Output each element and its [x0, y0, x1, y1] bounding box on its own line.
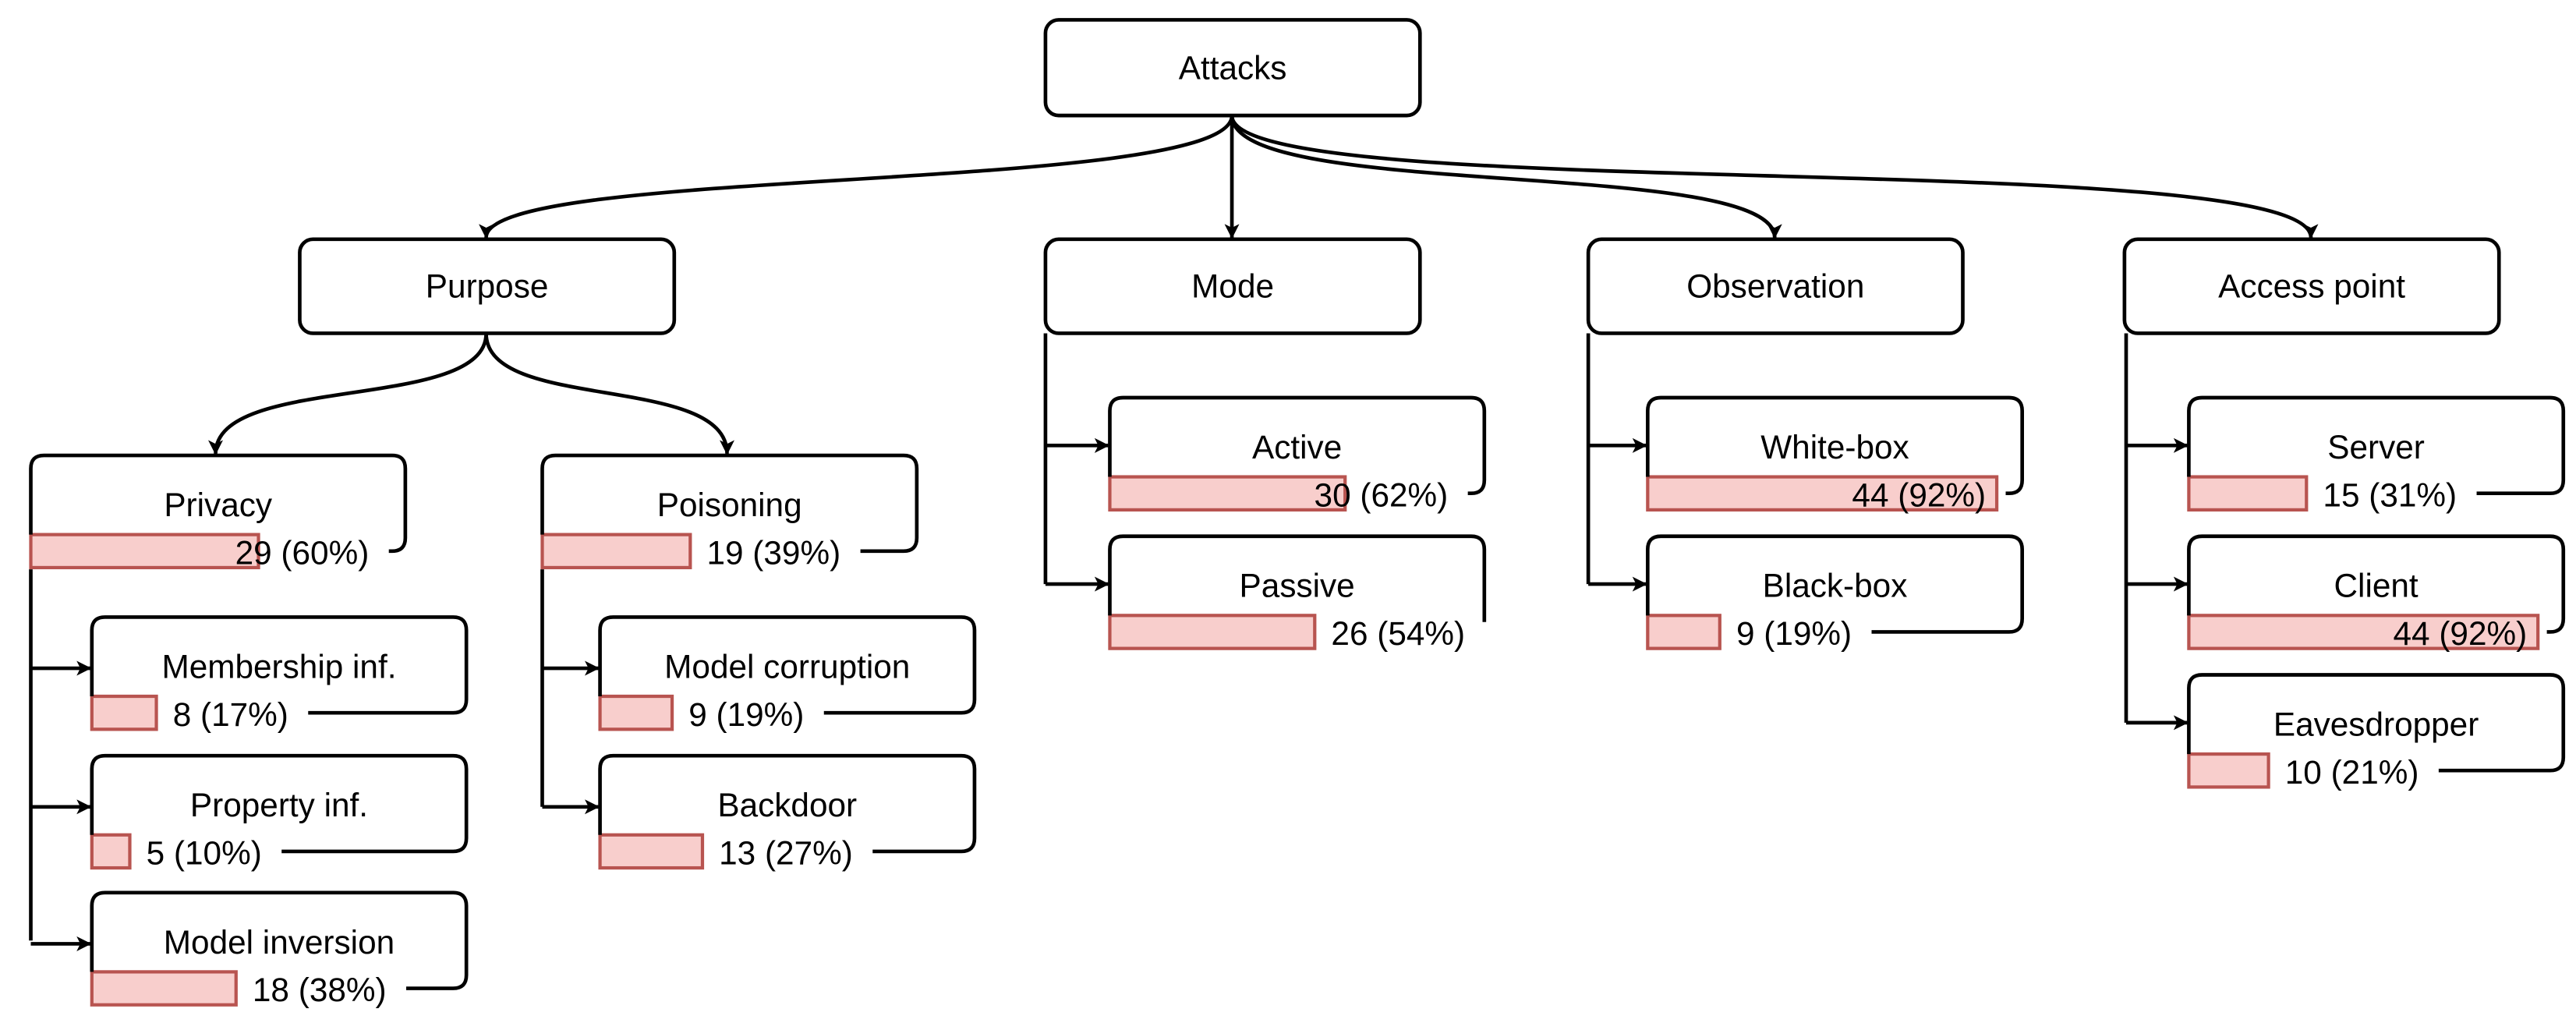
edge-attacks-observation: [1230, 115, 1782, 239]
node-backdoor[interactable]: Backdoor 13 (27%): [598, 753, 977, 872]
node-privacy-label: Privacy: [164, 487, 273, 523]
edges: [29, 115, 2319, 951]
node-property-inf-bar: [90, 833, 132, 870]
node-passive-bar: [1108, 614, 1317, 650]
node-membership-inf-frame: [90, 615, 469, 715]
node-client[interactable]: Client 44 (92%): [2187, 534, 2566, 652]
node-server-value: 15 (31%): [2323, 476, 2457, 513]
category-node-mode-label: Mode: [1191, 268, 1274, 305]
category-node-mode-frame: [1043, 237, 1422, 335]
node-eavesdropper-frame: [2187, 673, 2566, 773]
node-model-inversion-bar: [90, 970, 238, 1007]
node-membership-inf-bar: [90, 694, 158, 731]
node-active-label: Active: [1252, 429, 1342, 465]
category-node-mode[interactable]: Mode: [1043, 237, 1422, 335]
node-white-box-label: White-box: [1760, 429, 1909, 465]
node-passive[interactable]: Passive 26 (54%): [1108, 534, 1487, 652]
category-node-purpose-frame: [298, 237, 677, 335]
node-poisoning-value: 19 (39%): [706, 534, 840, 571]
node-black-box-value: 9 (19%): [1736, 615, 1852, 652]
node-server-bar: [2187, 475, 2309, 512]
node-poisoning-frame: [540, 453, 919, 554]
node-model-corruption-value: 9 (19%): [688, 696, 804, 733]
category-node-purpose[interactable]: Purpose: [298, 237, 677, 335]
node-passive-label: Passive: [1240, 568, 1355, 604]
node-privacy-value: 29 (60%): [235, 534, 370, 571]
node-client-label: Client: [2334, 568, 2418, 604]
node-privacy-bar: [29, 533, 260, 570]
edge-attacks-access-point: [1230, 115, 2319, 239]
node-server-label: Server: [2327, 429, 2425, 465]
node-eavesdropper[interactable]: Eavesdropper 10 (21%): [2187, 673, 2566, 791]
node-model-inversion-label: Model inversion: [164, 924, 395, 961]
node-client-value: 44 (92%): [2394, 615, 2528, 652]
node-client-bar: [2187, 614, 2540, 650]
root-node-attacks-label: Attacks: [1179, 49, 1287, 86]
edge-purpose-privacy: [208, 333, 488, 455]
node-backdoor-frame: [598, 753, 977, 854]
node-black-box-bar: [1646, 614, 1721, 650]
node-model-corruption-bar: [598, 694, 674, 731]
category-node-observation-label: Observation: [1686, 268, 1864, 305]
category-node-access-point-label: Access point: [2218, 268, 2405, 305]
node-property-inf-value: 5 (10%): [147, 835, 262, 872]
node-backdoor-value: 13 (27%): [719, 835, 853, 872]
category-node-observation[interactable]: Observation: [1586, 237, 1965, 335]
node-privacy[interactable]: Privacy 29 (60%): [29, 453, 408, 571]
category-node-access-point[interactable]: Access point: [2122, 237, 2501, 335]
node-active-value: 30 (62%): [1315, 476, 1449, 513]
node-white-box-frame: [1645, 395, 2025, 496]
node-eavesdropper-label: Eavesdropper: [2273, 706, 2479, 742]
node-model-corruption[interactable]: Model corruption 9 (19%): [598, 615, 977, 733]
node-backdoor-bar: [598, 833, 705, 870]
category-node-observation-frame: [1586, 237, 1965, 335]
node-model-corruption-frame: [598, 615, 977, 715]
node-eavesdropper-value: 10 (21%): [2285, 754, 2419, 791]
node-property-inf-frame: [90, 753, 469, 854]
category-node-purpose-label: Purpose: [426, 268, 549, 305]
root-node-attacks-frame: [1043, 18, 1422, 118]
node-server[interactable]: Server 15 (31%): [2187, 395, 2566, 513]
node-white-box[interactable]: White-box 44 (92%): [1645, 395, 2025, 513]
node-passive-value: 26 (54%): [1331, 615, 1465, 652]
node-privacy-frame: [29, 453, 408, 554]
category-node-access-point-frame: [2122, 237, 2501, 335]
node-property-inf[interactable]: Property inf. 5 (10%): [90, 753, 469, 872]
node-membership-inf[interactable]: Membership inf. 8 (17%): [90, 615, 469, 733]
node-poisoning-bar: [540, 533, 692, 570]
node-white-box-value: 44 (92%): [1852, 476, 1986, 513]
node-poisoning[interactable]: Poisoning 19 (39%): [540, 453, 919, 571]
node-server-frame: [2187, 395, 2566, 496]
node-client-frame: [2187, 534, 2566, 634]
node-membership-inf-value: 8 (17%): [173, 696, 288, 733]
edge-attacks-purpose: [479, 115, 1234, 239]
node-model-inversion-value: 18 (38%): [253, 972, 387, 1008]
edge-purpose-poisoning: [484, 333, 734, 455]
node-white-box-bar: [1646, 475, 1999, 512]
node-eavesdropper-bar: [2187, 752, 2270, 789]
node-poisoning-label: Poisoning: [657, 487, 802, 523]
node-active[interactable]: Active 30 (62%): [1108, 395, 1487, 513]
node-model-inversion[interactable]: Model inversion 18 (38%): [90, 890, 469, 1008]
node-black-box[interactable]: Black-box 9 (19%): [1645, 534, 2025, 652]
node-active-bar: [1108, 475, 1347, 512]
node-passive-frame: [1108, 534, 1487, 622]
node-model-corruption-label: Model corruption: [664, 648, 910, 685]
node-model-inversion-frame: [90, 890, 469, 990]
node-active-frame: [1108, 395, 1487, 496]
node-property-inf-label: Property inf.: [190, 787, 368, 823]
node-black-box-frame: [1645, 534, 2025, 634]
node-backdoor-label: Backdoor: [717, 787, 857, 823]
node-black-box-label: Black-box: [1763, 568, 1908, 604]
root-node-attacks[interactable]: Attacks: [1043, 18, 1422, 118]
node-membership-inf-label: Membership inf.: [161, 648, 396, 685]
